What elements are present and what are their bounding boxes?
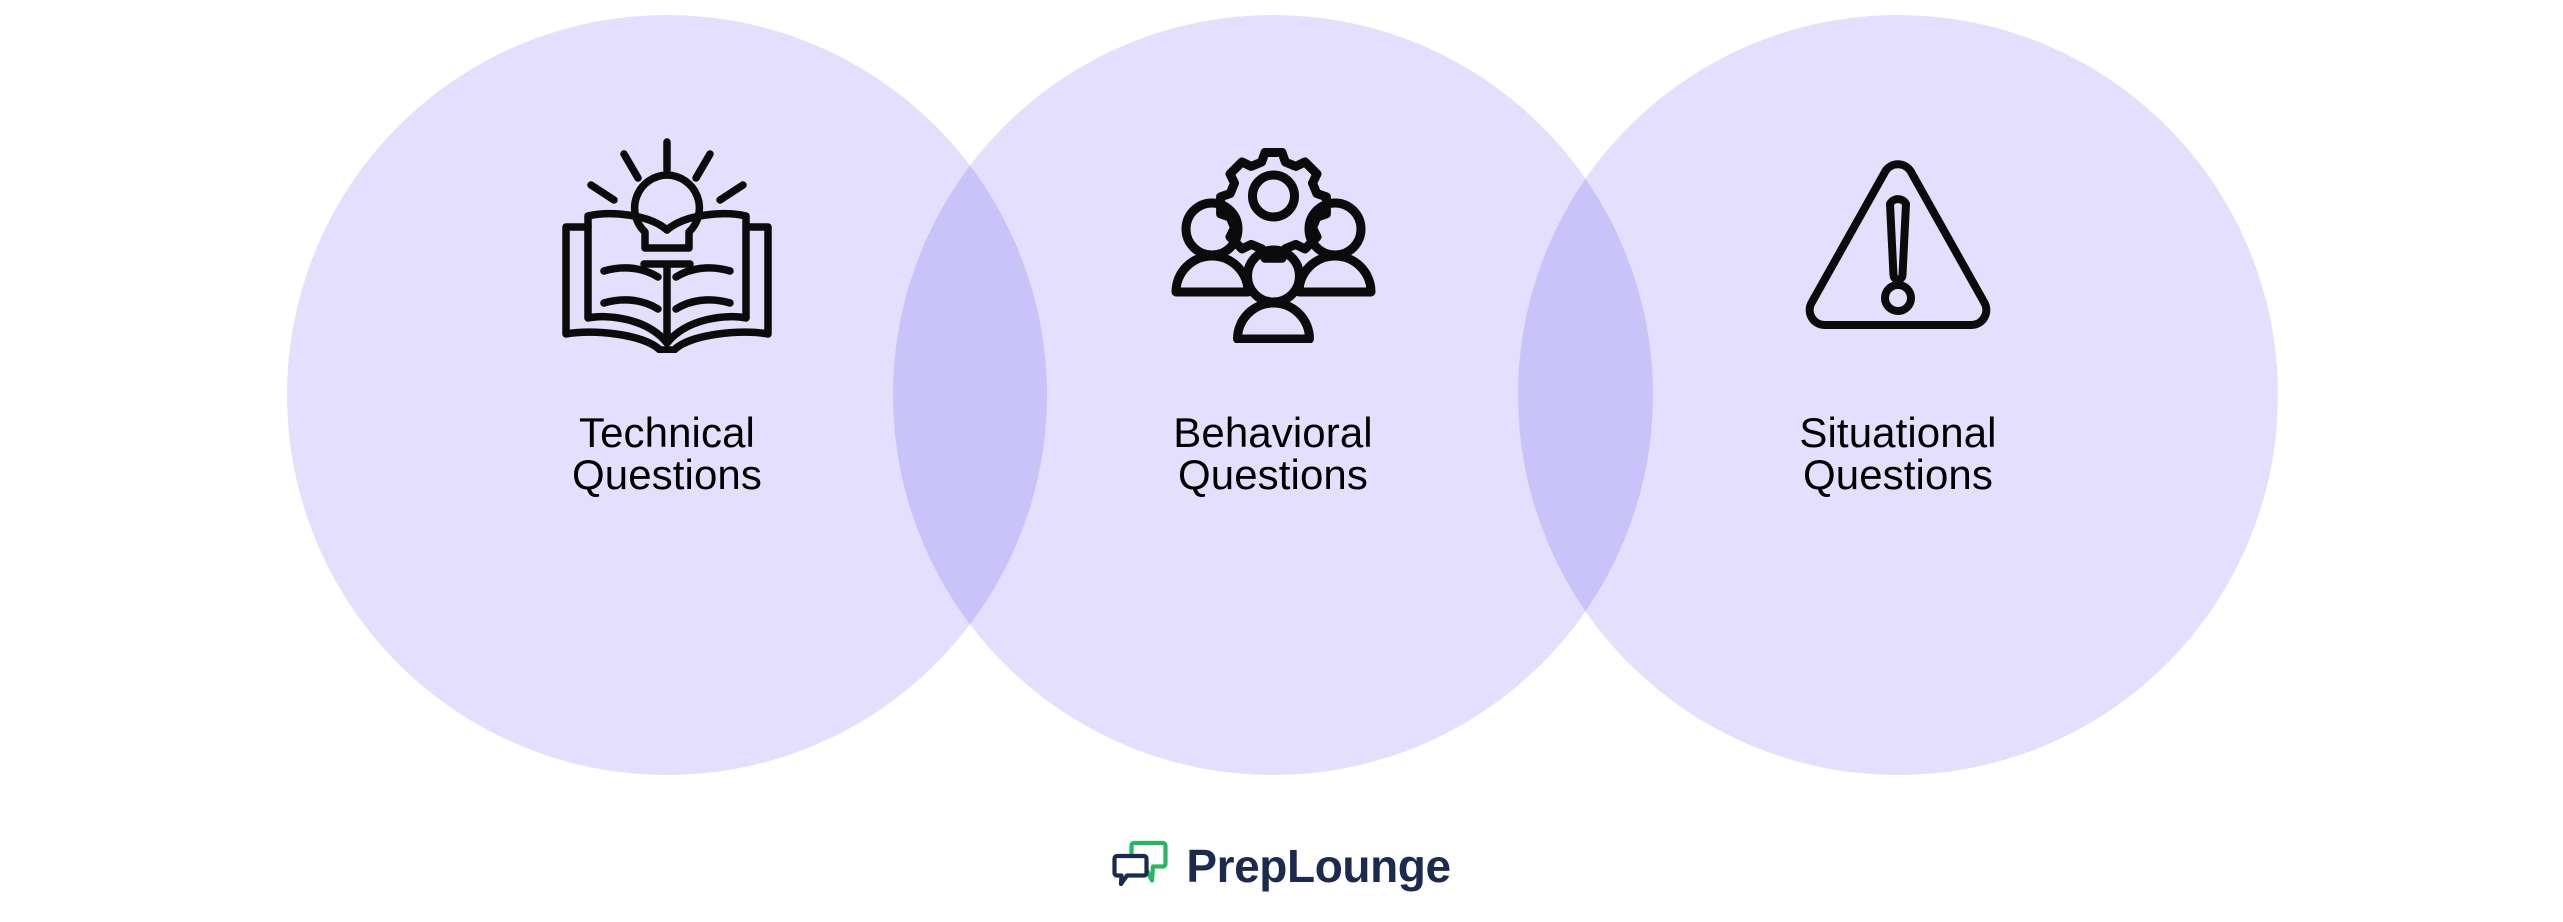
speech-bubbles-icon [1112,840,1168,891]
people-gear-icon [1171,100,1376,390]
category-card-behavioral[interactable]: Behavioral Questions [893,15,1653,775]
brand-lockup[interactable]: PrepLounge [0,840,2563,891]
warning-triangle-icon [1798,100,1998,390]
open-book-lightbulb-icon [552,100,782,390]
category-label-technical: Technical Questions [571,409,762,498]
category-card-technical[interactable]: Technical Questions [287,15,1047,775]
brand-name: PrepLounge [1186,839,1451,892]
category-card-situational[interactable]: Situational Questions [1518,15,2278,775]
category-label-situational: Situational Questions [1799,409,1997,498]
category-label-behavioral: Behavioral Questions [1173,409,1373,498]
venn-circle-situational [1518,15,2278,775]
